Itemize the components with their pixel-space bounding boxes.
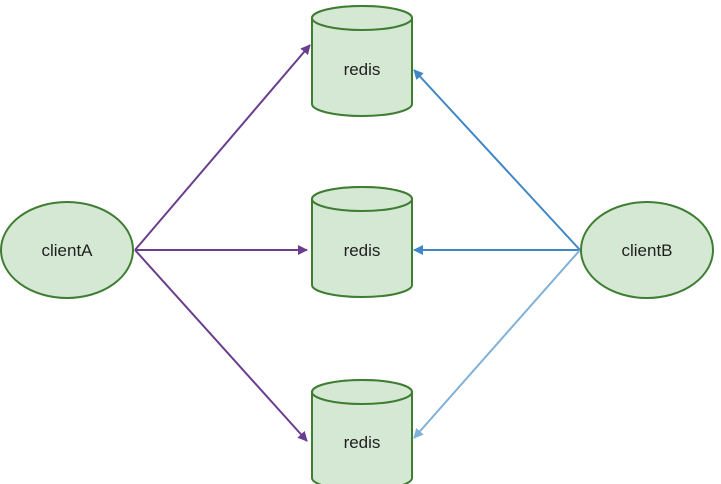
redis-middle-label: redis — [344, 241, 381, 260]
cylinder-top-ellipse — [311, 186, 413, 212]
redis-bottom-label: redis — [344, 433, 381, 452]
client-a-edges — [134, 44, 311, 442]
cylinder-top-ellipse — [311, 379, 413, 405]
redis-bottom-node[interactable]: redis — [311, 379, 413, 484]
client-a-ellipse — [0, 201, 134, 299]
edge-client-b-to-redis-top — [413, 69, 581, 251]
edge-client-a-to-redis-top — [134, 44, 311, 251]
client-a-label: clientA — [41, 241, 93, 260]
redis-top-label: redis — [344, 60, 381, 79]
redis-middle-node[interactable]: redis — [311, 186, 413, 298]
client-b-ellipse — [580, 201, 714, 299]
cylinder-top-ellipse — [311, 5, 413, 31]
edge-client-b-to-redis-bottom — [413, 249, 581, 439]
edge-client-a-to-redis-bottom — [134, 249, 308, 442]
client-b-label: clientB — [621, 241, 672, 260]
client-a-node[interactable]: clientA — [0, 201, 134, 299]
redis-top-node[interactable]: redis — [311, 5, 413, 117]
client-b-node[interactable]: clientB — [580, 201, 714, 299]
client-b-edges — [413, 69, 581, 439]
